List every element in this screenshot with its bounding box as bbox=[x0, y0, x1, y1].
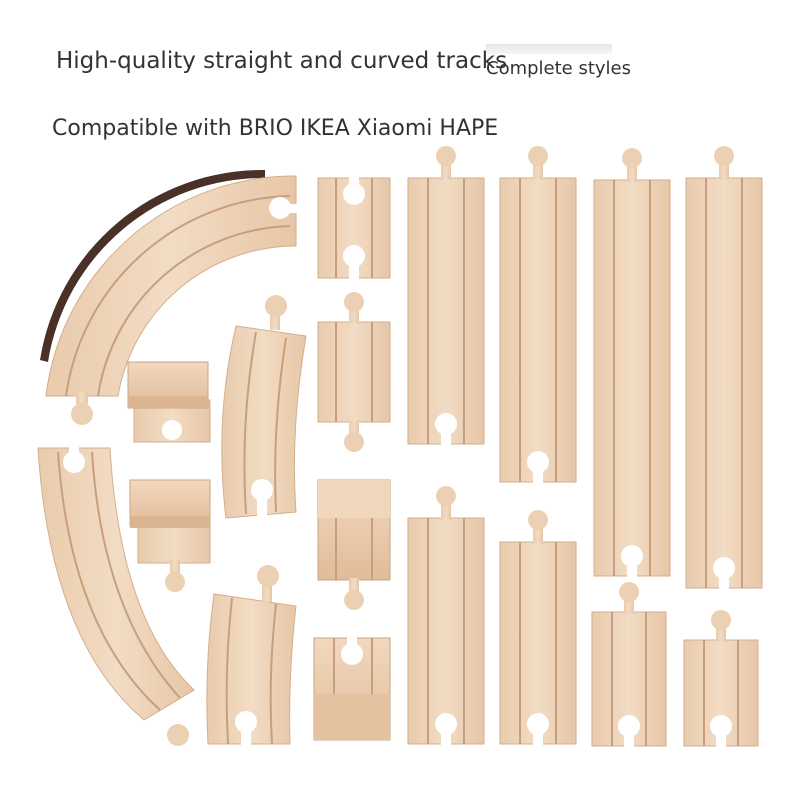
riser-block-upper bbox=[127, 361, 211, 443]
straight-track-long-4 bbox=[685, 146, 763, 590]
straight-track-long-3 bbox=[593, 148, 671, 578]
straight-track-short-2 bbox=[683, 610, 759, 748]
straight-track-long-1 bbox=[407, 146, 485, 446]
straight-track-medium-2 bbox=[499, 510, 577, 746]
straight-track-short-1 bbox=[591, 582, 667, 748]
medium-curved-track bbox=[221, 295, 307, 520]
riser-block-lower bbox=[129, 479, 211, 592]
mini-adapter-track bbox=[317, 174, 391, 280]
headline-caption: High-quality straight and curved tracks bbox=[56, 48, 508, 74]
styles-tag-background bbox=[486, 44, 612, 54]
large-curved-track bbox=[40, 169, 297, 425]
compatibility-caption: Compatible with BRIO IKEA Xiaomi HAPE bbox=[52, 116, 499, 141]
straight-track-medium-1 bbox=[407, 486, 485, 746]
long-curved-track bbox=[37, 446, 195, 746]
mini-straight-track bbox=[317, 292, 391, 452]
ramp-piece bbox=[317, 479, 391, 610]
ramp-end-piece bbox=[313, 634, 391, 741]
short-curved-track bbox=[206, 565, 297, 746]
straight-track-long-2 bbox=[499, 146, 577, 484]
styles-tag-caption: Complete styles bbox=[486, 58, 632, 79]
